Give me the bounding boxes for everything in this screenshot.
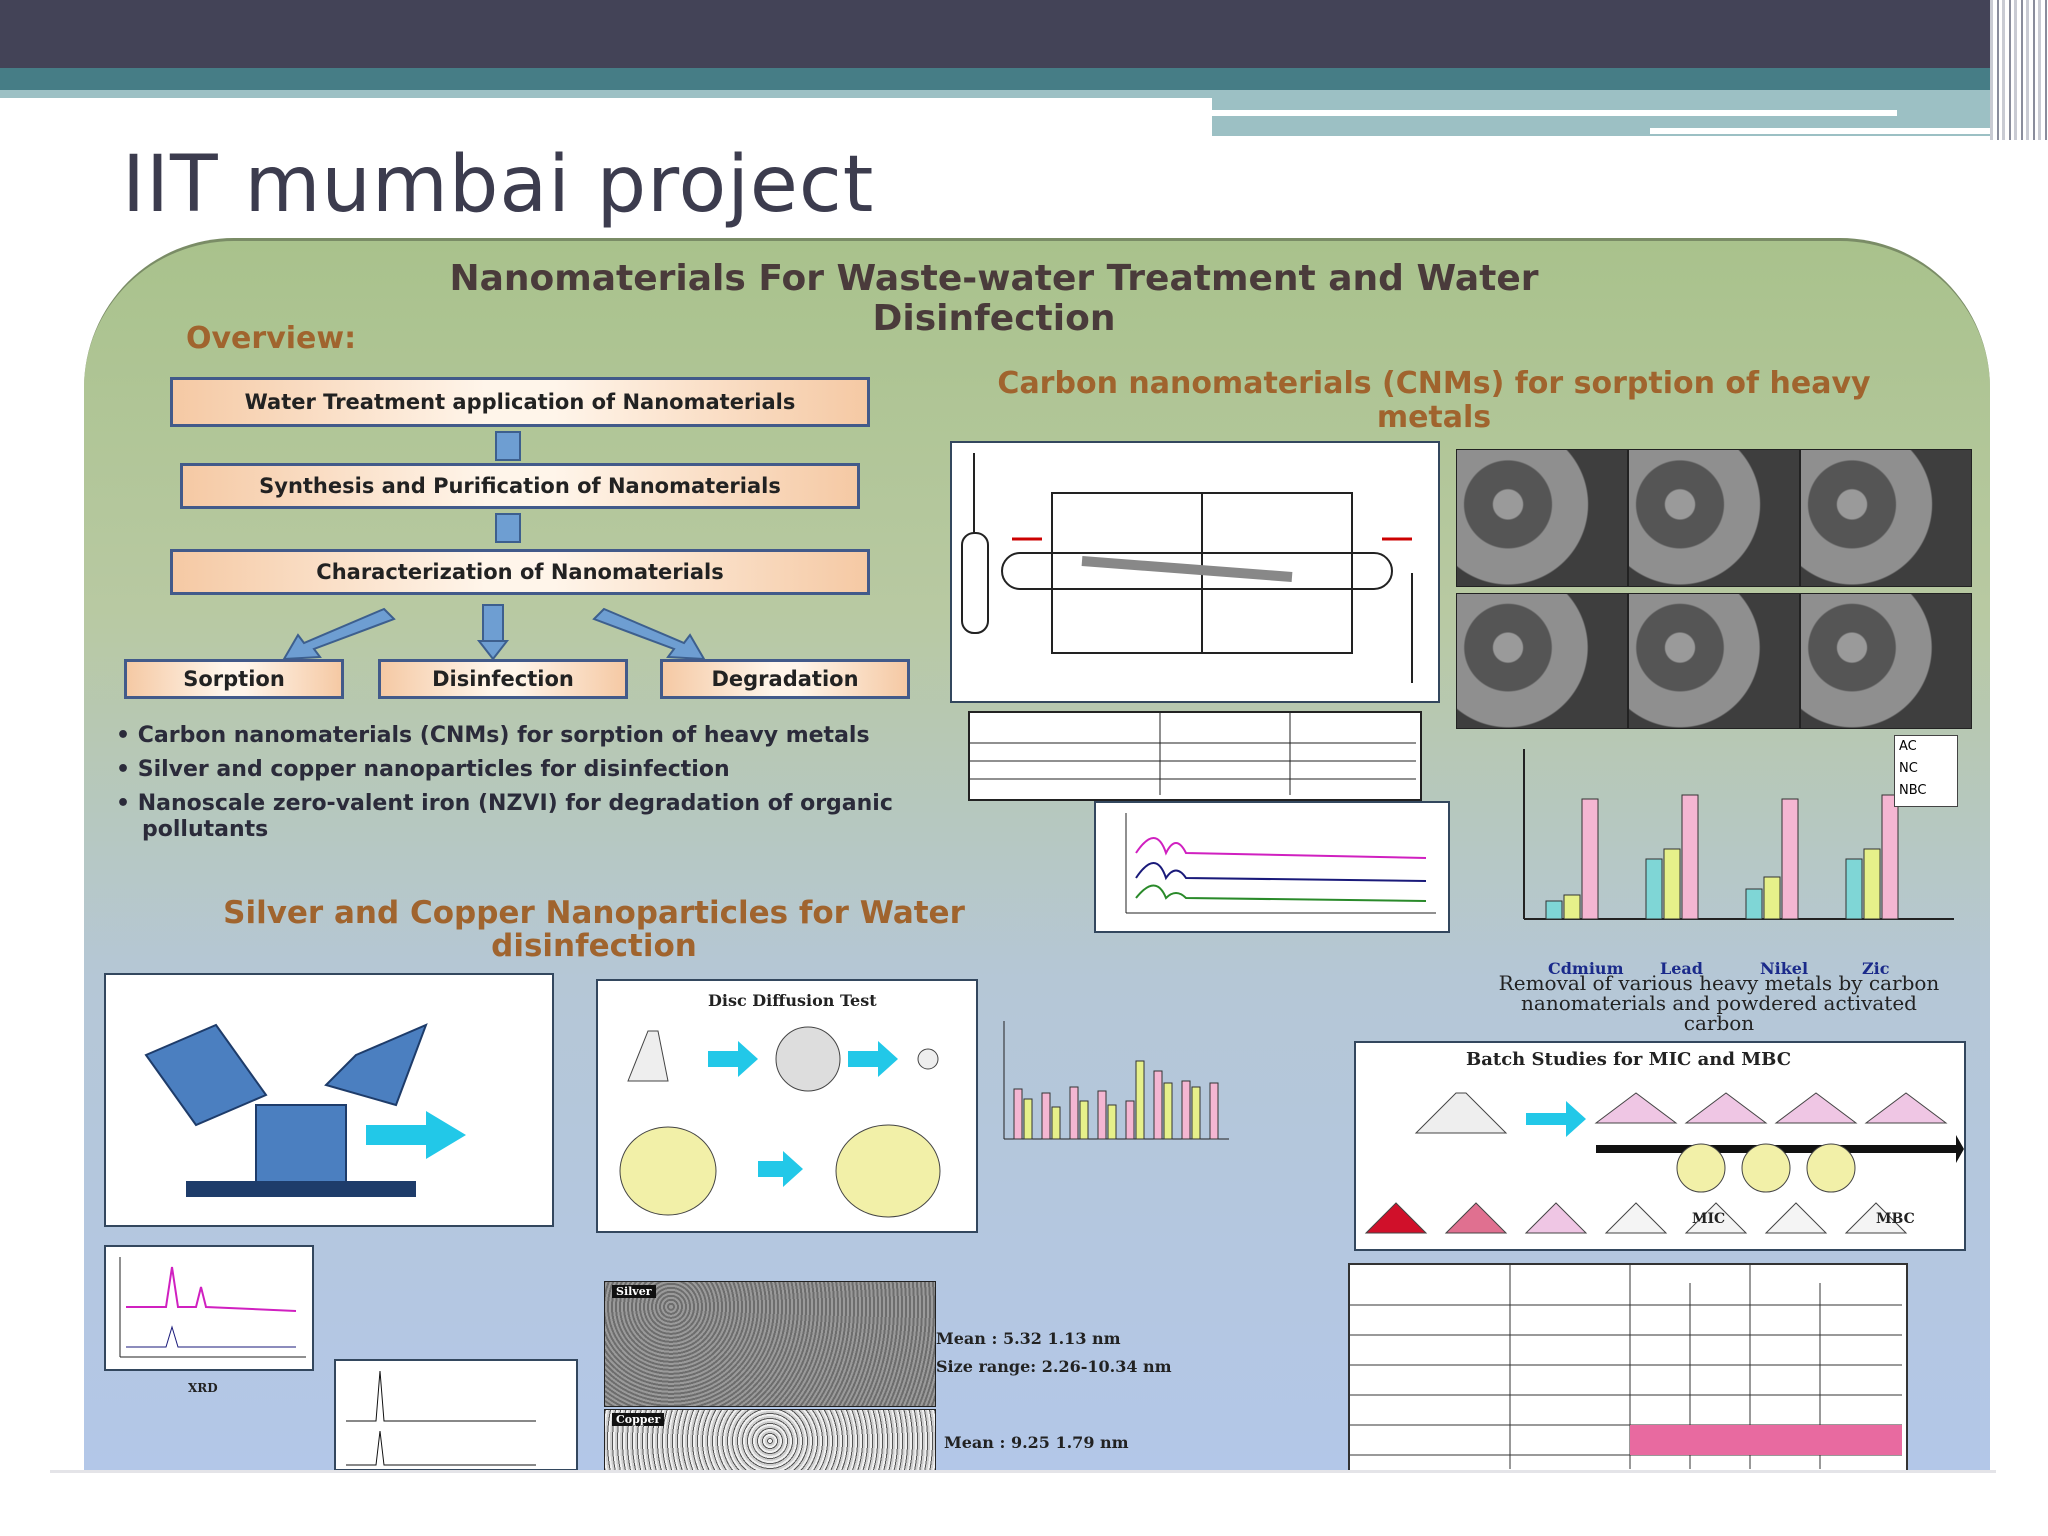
flow-arrow-down-icon	[495, 513, 521, 543]
cnm-spectra-plot	[1094, 801, 1450, 933]
mbc-label: MBC	[1876, 1211, 1915, 1227]
silver-label: Silver	[612, 1285, 656, 1298]
bullet-text: Silver and copper nanoparticles for disi…	[137, 757, 730, 782]
legend-item: AC	[1899, 739, 1917, 754]
sem-image	[1800, 449, 1972, 587]
bullet-item: • Carbon nanomaterials (CNMs) for sorpti…	[116, 723, 870, 748]
silver-mean-text: Mean : 5.32 1.13 nm	[936, 1329, 1121, 1348]
table-grid	[1350, 1265, 1902, 1469]
nanoparticle-synthesis-diagram	[104, 973, 554, 1227]
heavy-metals-caption: Removal of various heavy metals by carbo…	[1498, 971, 1940, 1035]
copper-label: Copper	[612, 1413, 665, 1426]
xrd-lines	[119, 1257, 306, 1358]
strain-activity-chart	[984, 1011, 1234, 1171]
table-grid	[970, 713, 1416, 795]
heavy-metal-removal-chart	[1484, 739, 1964, 929]
sem-image	[1628, 449, 1800, 587]
slide-accent-bar	[0, 68, 2048, 90]
reactor-schematic-icon	[961, 453, 1413, 683]
slide-top-bar	[0, 0, 2048, 68]
bullet-text: Nanoscale zero-valent iron (NZVI) for de…	[137, 791, 893, 842]
strain-bars	[1003, 1021, 1229, 1140]
flow-leaf-sorption: Sorption	[124, 659, 344, 699]
flow-leaf-disinfection: Disinfection	[378, 659, 628, 699]
beaker-schematic-icon	[144, 1023, 466, 1197]
disc-diffusion-label: Disc Diffusion Test	[708, 991, 877, 1010]
heavy-metal-bars	[1523, 749, 1954, 920]
flask-series-icon	[1364, 1092, 1964, 1234]
flow-box-application: Water Treatment application of Nanomater…	[170, 377, 870, 427]
spectra-lines	[1125, 813, 1436, 914]
sem-image	[1456, 593, 1628, 729]
reactor-diagram	[950, 441, 1440, 703]
slide-footer-line	[50, 1470, 1996, 1473]
flow-arrow-down-icon	[495, 431, 521, 461]
flow-box-characterization: Characterization of Nanomaterials	[170, 549, 870, 595]
flow-box-synthesis: Synthesis and Purification of Nanomateri…	[180, 463, 860, 509]
disc-diffusion-diagram: Disc Diffusion Test	[596, 979, 978, 1233]
mic-mbc-table	[1348, 1263, 1908, 1471]
bullet-text: Carbon nanomaterials (CNMs) for sorption…	[137, 723, 870, 748]
cnm-heading: Carbon nanomaterials (CNMs) for sorption…	[997, 366, 1871, 435]
slide-accent-white-line	[1212, 110, 1897, 116]
edx-lines	[346, 1370, 536, 1466]
slide-corner-stripes	[1990, 0, 2048, 140]
poster-image: Nanomaterials For Waste-water Treatment …	[84, 238, 1990, 1471]
silver-copper-heading: Silver and Copper Nanoparticles for Wate…	[223, 895, 965, 964]
batch-studies-diagram: Batch Studies for MIC and MBC MIC MBC	[1354, 1041, 1966, 1251]
poster-heading: Nanomaterials For Waste-water Treatment …	[449, 258, 1539, 339]
synthesis-conditions-table	[968, 711, 1422, 801]
category-label: Zic	[1862, 959, 1890, 978]
xrd-plot	[104, 1245, 314, 1371]
petri-dish-schematic-icon	[619, 1026, 941, 1218]
slide-title: IIT mumbai project	[122, 140, 875, 230]
flow-branch-arrows-icon	[282, 604, 706, 661]
sem-image	[1800, 593, 1972, 729]
category-label: Lead	[1660, 959, 1703, 978]
overview-label: Overview:	[186, 321, 357, 356]
category-label: Cdmium	[1548, 959, 1624, 978]
legend-item: NBC	[1899, 783, 1927, 798]
edx-plot	[334, 1359, 578, 1471]
xrd-label: XRD	[188, 1381, 218, 1395]
slide-accent-white-line-2	[1650, 128, 2010, 134]
batch-studies-label: Batch Studies for MIC and MBC	[1466, 1049, 1792, 1070]
silver-size-range-text: Size range: 2.26-10.34 nm	[936, 1357, 1172, 1376]
legend-item: NC	[1899, 761, 1918, 776]
sem-image	[1628, 593, 1800, 729]
heavy-metal-legend: AC NC NBC	[1894, 735, 1958, 807]
category-label: Nikel	[1760, 959, 1809, 978]
flow-leaf-degradation: Degradation	[660, 659, 910, 699]
bullet-item: • Nanoscale zero-valent iron (NZVI) for …	[116, 791, 893, 842]
overview-bullets: • Carbon nanomaterials (CNMs) for sorpti…	[116, 723, 1016, 851]
tem-image-silver	[604, 1281, 936, 1407]
sem-image	[1456, 449, 1628, 587]
slide-accent-line	[0, 90, 1212, 98]
bullet-item: • Silver and copper nanoparticles for di…	[116, 757, 730, 782]
mic-label: MIC	[1692, 1211, 1726, 1227]
copper-mean-text: Mean : 9.25 1.79 nm	[944, 1433, 1129, 1452]
